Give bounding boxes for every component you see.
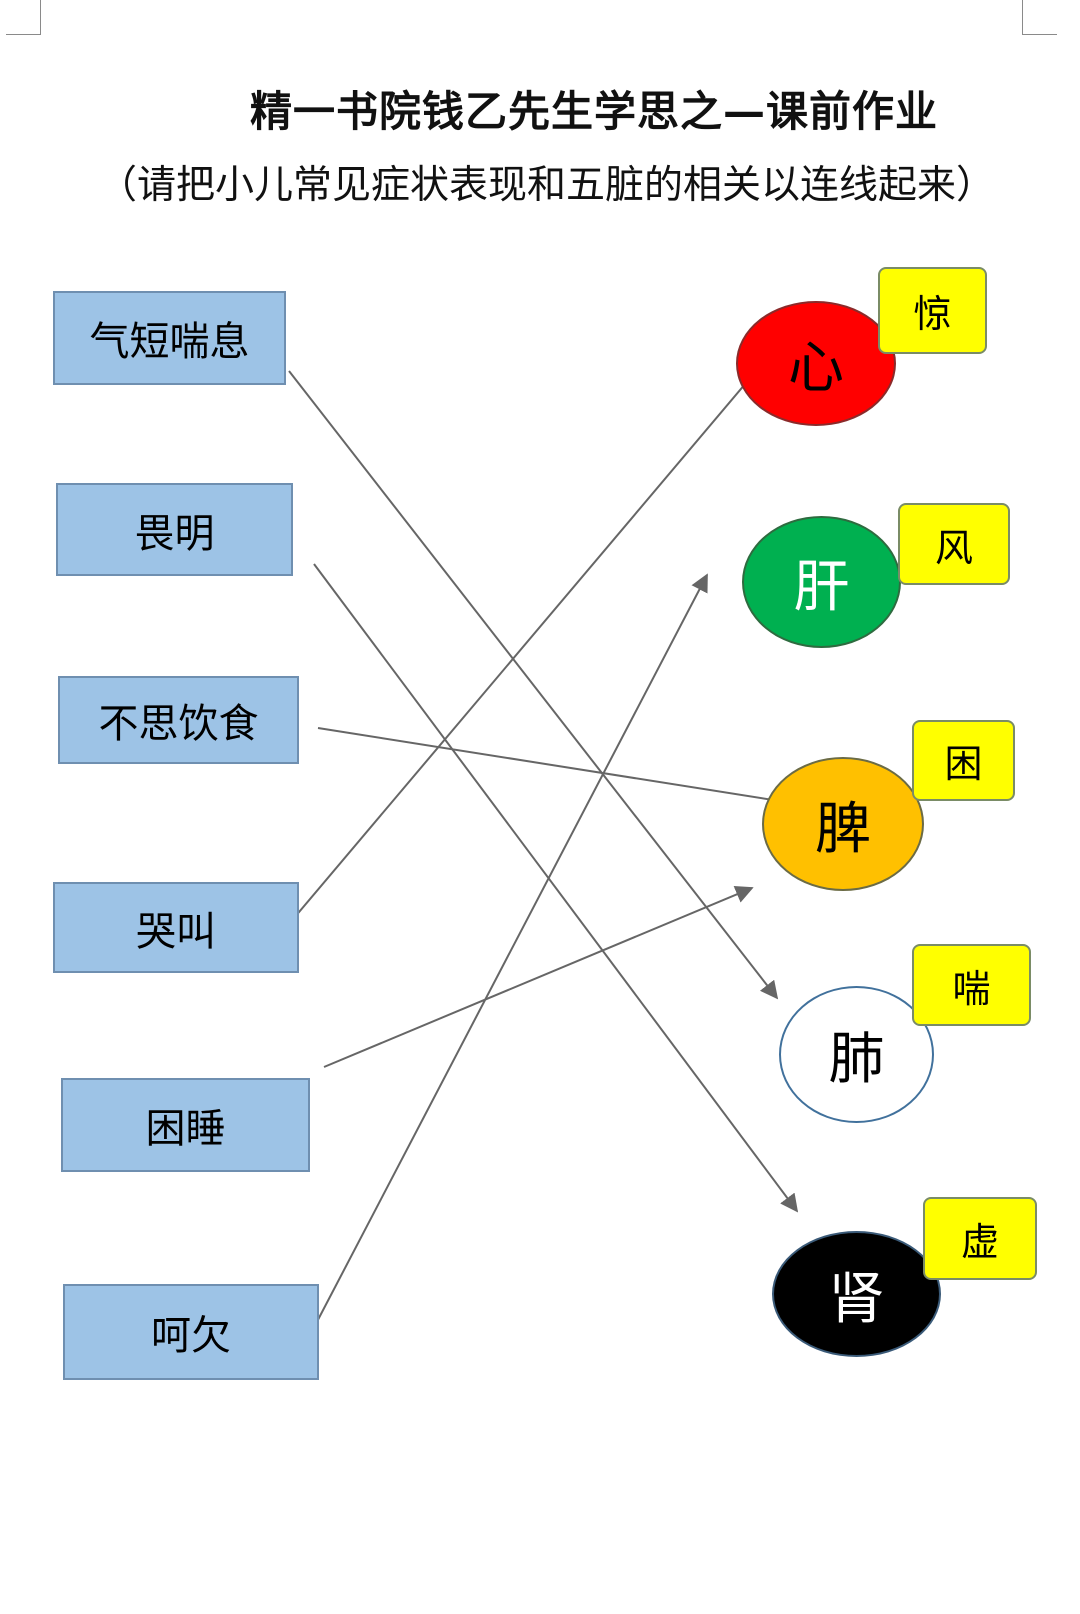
tag-label: 风 xyxy=(934,525,973,570)
organ-tag-deficiency: 虚 xyxy=(923,1197,1037,1280)
organ-label: 心 xyxy=(788,336,844,401)
symptom-box-yawning[interactable]: 呵欠 xyxy=(63,1284,319,1380)
connection-arrow[interactable] xyxy=(323,885,754,1068)
symptom-label: 畏明 xyxy=(134,510,215,557)
organ-tag-wind: 风 xyxy=(898,503,1010,585)
organ-label: 肺 xyxy=(828,1027,885,1092)
worksheet-instructions: （请把小儿常见症状表现和五脏的相关以连线起来） xyxy=(98,163,996,208)
connection-arrow[interactable] xyxy=(308,573,708,1338)
connection-arrow[interactable] xyxy=(293,362,764,919)
organ-label: 肾 xyxy=(828,1266,885,1332)
tag-label: 困 xyxy=(944,742,983,786)
symptom-label: 气短喘息 xyxy=(89,319,250,365)
organ-circle-spleen[interactable]: 脾 xyxy=(762,757,924,891)
organ-circle-heart[interactable]: 心 xyxy=(736,301,896,426)
organ-tag-panting: 喘 xyxy=(912,944,1031,1026)
symptom-label: 不思饮食 xyxy=(98,701,259,747)
connection-arrow[interactable] xyxy=(288,370,779,1000)
symptom-box-poor-appetite[interactable]: 不思饮食 xyxy=(58,676,299,764)
organ-circle-kidney[interactable]: 肾 xyxy=(772,1231,941,1357)
symptom-label: 呵欠 xyxy=(151,1313,231,1359)
page-corner-mark xyxy=(6,0,41,35)
connection-arrow[interactable] xyxy=(317,727,794,810)
organ-tag-fright: 惊 xyxy=(878,267,987,354)
symptom-box-shortness-of-breath[interactable]: 气短喘息 xyxy=(53,291,286,385)
page-corner-mark xyxy=(1022,0,1057,35)
symptom-box-crying[interactable]: 哭叫 xyxy=(53,882,299,973)
organ-label: 脾 xyxy=(815,796,871,862)
symptom-label: 哭叫 xyxy=(136,908,216,955)
tag-label: 喘 xyxy=(952,966,991,1011)
tag-label: 惊 xyxy=(913,292,952,336)
symptom-label: 困睡 xyxy=(145,1106,226,1152)
organ-tag-sleepy: 困 xyxy=(912,720,1015,801)
organ-circle-lung[interactable]: 肺 xyxy=(779,986,934,1123)
connection-arrow[interactable] xyxy=(313,563,799,1213)
symptom-box-photophobia[interactable]: 畏明 xyxy=(56,483,293,576)
organ-label: 肝 xyxy=(793,554,850,620)
worksheet-title: 精一书院钱乙先生学思之—课前作业 xyxy=(250,87,939,136)
organ-circle-liver[interactable]: 肝 xyxy=(742,516,901,648)
tag-label: 虚 xyxy=(960,1220,999,1264)
symptom-box-drowsiness[interactable]: 困睡 xyxy=(61,1078,310,1172)
